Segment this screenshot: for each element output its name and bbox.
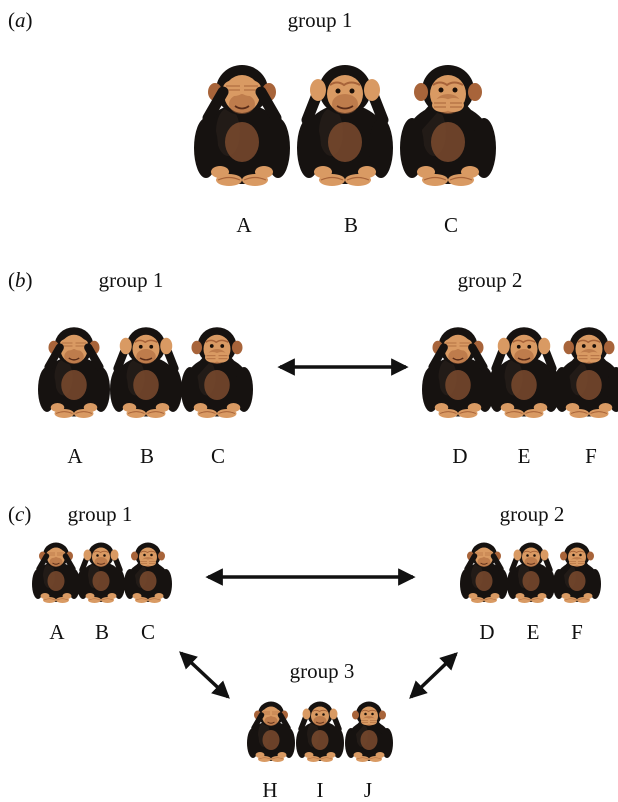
panel-a-member-b: B (343, 213, 359, 237)
panel-b-member-d: D (452, 444, 468, 468)
panel-c-member-e: E (526, 620, 540, 644)
panel-b-member-e: E (517, 444, 531, 468)
chimp-a-panel-b (38, 327, 110, 418)
panel-a-group-1-title: group 1 (287, 8, 353, 32)
panel-c-label: (c) (8, 502, 32, 526)
panel-c-member-a: A (49, 620, 65, 644)
chimp-d-panel-b (422, 327, 494, 418)
panel-a-letter: a (15, 8, 26, 32)
arrow-c-group1-group3 (179, 651, 230, 699)
chimp-f-panel-c (553, 542, 601, 603)
panel-c-group-2-title: group 2 (499, 502, 565, 526)
chimp-c-panel-a (400, 65, 496, 186)
panel-a-label: (a) (8, 8, 33, 32)
chimp-i-panel-c (296, 701, 344, 762)
panel-b-member-f: F (585, 444, 597, 468)
panel-b-label: (b) (8, 268, 33, 292)
panel-c-member-d: D (479, 620, 495, 644)
panel-c-letter: c (15, 502, 25, 526)
chimp-f-panel-b (553, 327, 618, 418)
chimp-b-panel-b (110, 327, 182, 418)
chimp-c-panel-c (124, 542, 172, 603)
panel-c-group-3-title: group 3 (289, 659, 355, 683)
panel-c-member-f: F (571, 620, 583, 644)
panel-b-group-2-title: group 2 (457, 268, 523, 292)
panel-c-member-c: C (140, 620, 156, 644)
chimp-c-panel-b (181, 327, 253, 418)
chimp-b-panel-c (77, 542, 125, 603)
panel-b-letter: b (15, 268, 26, 292)
panel-b-member-c: C (210, 444, 226, 468)
chimp-e-panel-c (507, 542, 555, 603)
panel-c-member-b: B (94, 620, 110, 644)
chimp-b-panel-a (297, 65, 393, 186)
chimp-j-panel-c (345, 701, 393, 762)
chimp-a-panel-c (32, 542, 80, 603)
panel-b-member-b: B (139, 444, 155, 468)
chimp-figures (32, 65, 618, 762)
panel-c-member-j: J (363, 778, 373, 802)
panel-c-member-i: I (316, 778, 324, 802)
chimp-h-panel-c (247, 701, 295, 762)
panel-b-group-1-title: group 1 (98, 268, 164, 292)
chimp-a-panel-a (194, 65, 290, 186)
connection-arrows (179, 358, 458, 699)
panel-a-member-a: A (236, 213, 252, 237)
arrow-c-group2-group3 (409, 652, 458, 699)
panel-b-member-a: A (67, 444, 83, 468)
chimp-e-panel-b (488, 327, 560, 418)
panel-c-group-1-title: group 1 (67, 502, 133, 526)
panel-c-member-h: H (262, 778, 278, 802)
panel-a-member-c: C (443, 213, 459, 237)
chimp-d-panel-c (460, 542, 508, 603)
